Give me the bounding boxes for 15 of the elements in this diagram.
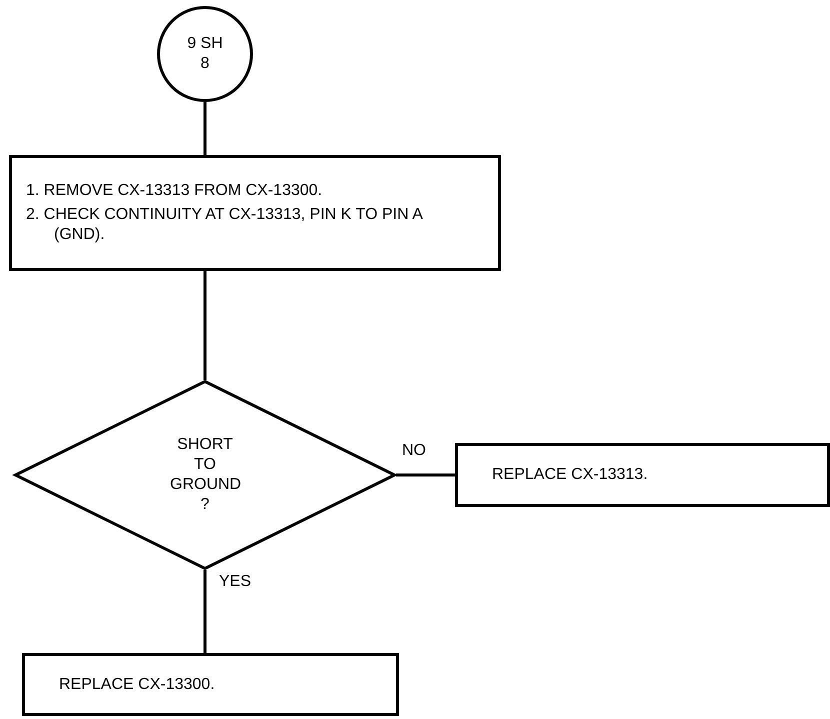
step-text: 1. REMOVE CX-13313 FROM CX-13300. (26, 181, 324, 201)
connector-circle (157, 6, 253, 102)
step-text: 9 SH 8 (187, 34, 223, 74)
process-box (455, 443, 830, 507)
step-text: REPLACE CX-13313. (492, 465, 649, 485)
process-box (22, 653, 399, 716)
step-text: 2. CHECK CONTINUITY AT CX-13313, PIN K TO PIN A (GND). (26, 205, 424, 245)
connector-line (204, 271, 206, 380)
decision-diamond (14, 380, 396, 570)
step-text: SHORT TO GROUND ? (170, 435, 240, 515)
connector-line (204, 570, 206, 653)
process-box (9, 155, 501, 271)
connector-line (204, 102, 206, 155)
step-text: REPLACE CX-13300. (59, 674, 216, 694)
connector-line (396, 474, 455, 476)
